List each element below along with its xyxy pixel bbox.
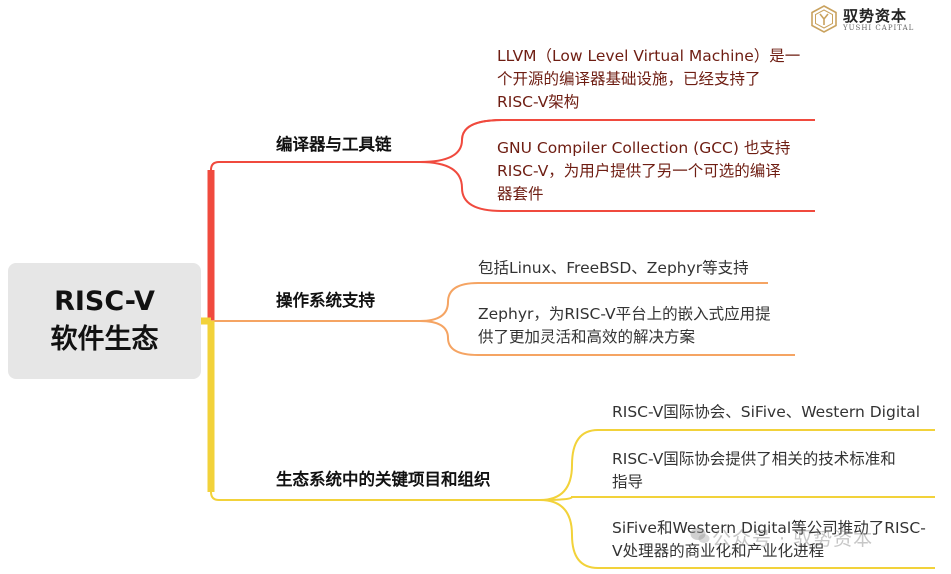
logo-name: 驭势资本	[843, 7, 908, 25]
connector-leaf-3-3-underline	[539, 499, 935, 569]
leaf-line: 指导	[612, 473, 644, 491]
leaf-organizations: RISC-V国际协会、SiFive、Western Digital	[612, 401, 942, 424]
branch-label-os-support: 操作系统支持	[276, 291, 375, 310]
leaf-sifive-wd: SiFive和Western Digital等公司推动了RISC- V处理器的商…	[612, 517, 942, 563]
leaf-line: GNU Compiler Collection (GCC) 也支持	[497, 139, 791, 157]
leaf-line: 供了更加灵活和高效的解决方案	[478, 328, 696, 346]
branch-label-key-projects: 生态系统中的关键项目和组织	[276, 470, 491, 489]
connector-leaf-3-2-underline	[539, 496, 935, 501]
leaf-line: RISC-V国际协会、SiFive、Western Digital	[612, 403, 921, 421]
leaf-line: V处理器的商业化和产业化进程	[612, 542, 825, 560]
leaf-line: SiFive和Western Digital等公司推动了RISC-	[612, 519, 926, 537]
root-title-line-2: 软件生态	[50, 324, 159, 355]
leaf-line: Zephyr，为RISC-V平台上的嵌入式应用提	[478, 305, 771, 323]
leaf-line: LLVM（Low Level Virtual Machine）是一	[497, 47, 801, 65]
branch-label-compilers: 编译器与工具链	[276, 135, 392, 154]
logo-mark-icon	[811, 5, 837, 33]
leaf-line: 包括Linux、FreeBSD、Zephyr等支持	[478, 259, 749, 277]
leaf-line: RISC-V国际协会提供了相关的技术标准和	[612, 450, 896, 468]
connector-leaf-1-2-underline	[419, 161, 815, 212]
leaf-line: RISC-V架构	[497, 93, 580, 111]
leaf-line: 器套件	[497, 185, 544, 203]
connector-branch-2	[211, 282, 768, 322]
leaf-zephyr: Zephyr，为RISC-V平台上的嵌入式应用提 供了更加灵活和高效的解决方案	[478, 303, 795, 349]
connector-leaf-2-2-underline	[419, 320, 795, 356]
connector-leaf-1-1-underline	[461, 119, 815, 141]
leaf-gcc: GNU Compiler Collection (GCC) 也支持 RISC-V…	[497, 137, 815, 206]
wechat-watermark-icon	[690, 528, 710, 543]
leaf-llvm: LLVM（Low Level Virtual Machine）是一 个开源的编译…	[497, 45, 815, 114]
leaf-risc-v-international: RISC-V国际协会提供了相关的技术标准和 指导	[612, 448, 932, 494]
logo-subtitle: YUSHI CAPITAL	[843, 24, 915, 32]
leaf-line: 个开源的编译器基础设施，已经支持了	[497, 70, 761, 88]
root-title-line-1: RISC-V	[54, 286, 155, 317]
root-node: RISC-V 软件生态	[8, 263, 201, 379]
watermark-text: 公众号 · 驭势资本	[712, 528, 874, 550]
company-logo: 驭势资本 YUSHI CAPITAL	[808, 4, 948, 36]
leaf-os-list: 包括Linux、FreeBSD、Zephyr等支持	[478, 257, 778, 280]
leaf-line: RISC-V，为用户提供了另一个可选的编译	[497, 162, 781, 180]
connector-branch-3	[210, 429, 935, 501]
